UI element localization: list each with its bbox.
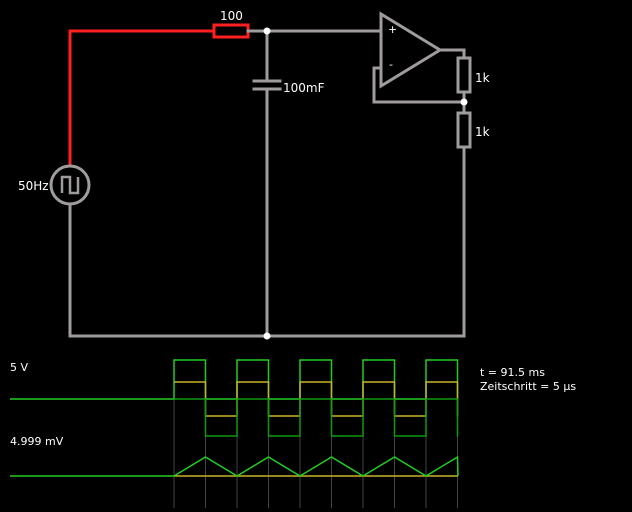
- junction-bottom: [263, 332, 271, 340]
- square-wave-source[interactable]: [49, 164, 91, 206]
- scope-trace-ch1-output: [174, 398, 459, 437]
- scope-timestep-readout: Zeitschritt = 5 µs: [480, 380, 577, 393]
- wire-opamp-output[interactable]: [438, 48, 466, 60]
- junction-top: [263, 27, 271, 35]
- source-frequency-label: 50Hz: [18, 179, 49, 193]
- resistor-100[interactable]: [212, 23, 250, 39]
- scope-ch1-scale: 5 V: [10, 361, 29, 374]
- resistor-100-label: 100: [220, 9, 243, 23]
- scope-time-readout: t = 91.5 ms: [480, 366, 545, 379]
- scope-panel[interactable]: [10, 359, 459, 508]
- resistor-1k-top[interactable]: [456, 56, 472, 94]
- junction-feedback: [460, 98, 468, 106]
- opamp-minus-label: -: [389, 58, 393, 71]
- square-wave-icon: [60, 175, 80, 195]
- resistor-1k-top-label: 1k: [475, 71, 490, 85]
- scope-trace-ch1-green: [10, 359, 459, 400]
- scope-ch2-scale: 4.999 mV: [10, 435, 64, 448]
- wire-feedback[interactable]: [372, 66, 466, 104]
- resistor-1k-bottom[interactable]: [456, 111, 472, 149]
- opamp[interactable]: [379, 11, 443, 89]
- wire-source-to-resistor[interactable]: [68, 29, 216, 167]
- opamp-plus-label: +: [388, 23, 398, 36]
- resistor-1k-bottom-label: 1k: [475, 125, 490, 139]
- scope-trace-ch2-green: [10, 455, 459, 477]
- capacitor-label: 100mF: [283, 81, 325, 95]
